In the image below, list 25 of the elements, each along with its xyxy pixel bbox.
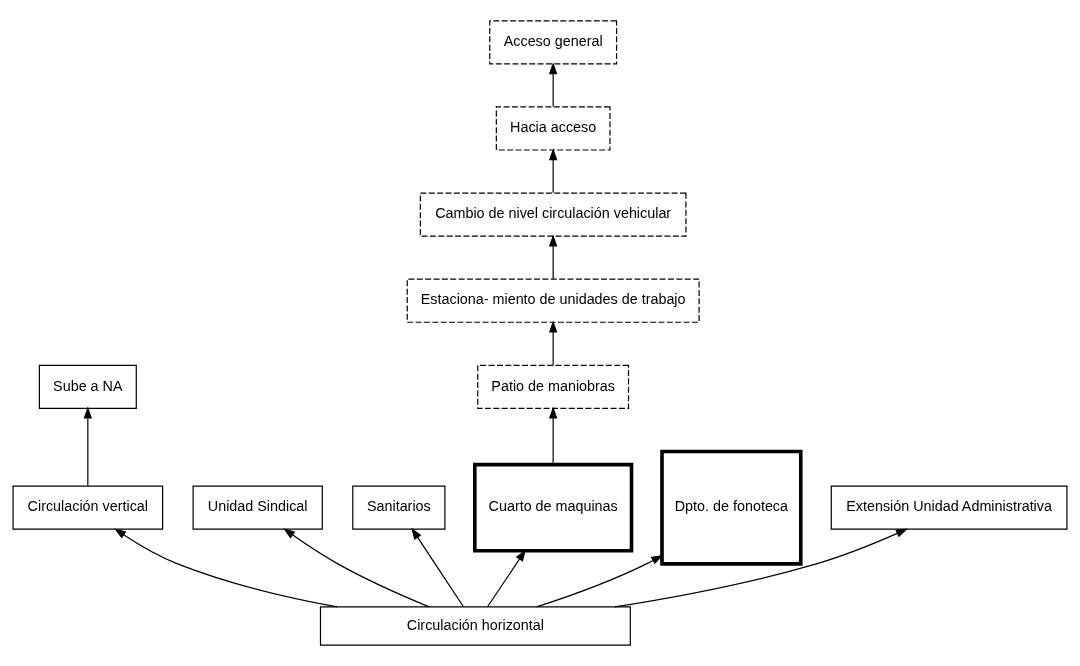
node-box: Cambio de nivel circulación vehicular xyxy=(419,192,687,237)
arrow xyxy=(614,528,908,608)
arrow xyxy=(548,148,558,194)
arrow xyxy=(486,549,526,608)
arrow xyxy=(548,62,558,108)
node-box: Estaciona- miento de unidades de trabajo xyxy=(406,278,700,323)
arrow xyxy=(548,406,558,465)
node-box: Patio de maniobras xyxy=(477,364,630,409)
node-box: Sube a NA xyxy=(38,364,137,409)
node-box: Circulación horizontal xyxy=(319,606,631,646)
arrow xyxy=(548,234,558,280)
arrow xyxy=(283,528,430,608)
node-box: Sanitarios xyxy=(352,485,446,530)
node-box: Cuarto de maquinas xyxy=(473,462,634,553)
node-box: Unidad Sindical xyxy=(192,485,323,530)
arrow xyxy=(536,554,664,608)
node-box: Circulación vertical xyxy=(12,485,164,530)
arrow xyxy=(548,320,558,366)
arrow xyxy=(411,527,465,608)
node-box: Dpto. de fonoteca xyxy=(660,449,803,566)
arrow xyxy=(114,528,338,608)
node-box: Hacia acceso xyxy=(495,106,611,151)
node-box: Acceso general xyxy=(489,20,618,65)
node-box: Extensión Unidad Administrativa xyxy=(830,485,1068,530)
arrow xyxy=(83,406,93,487)
